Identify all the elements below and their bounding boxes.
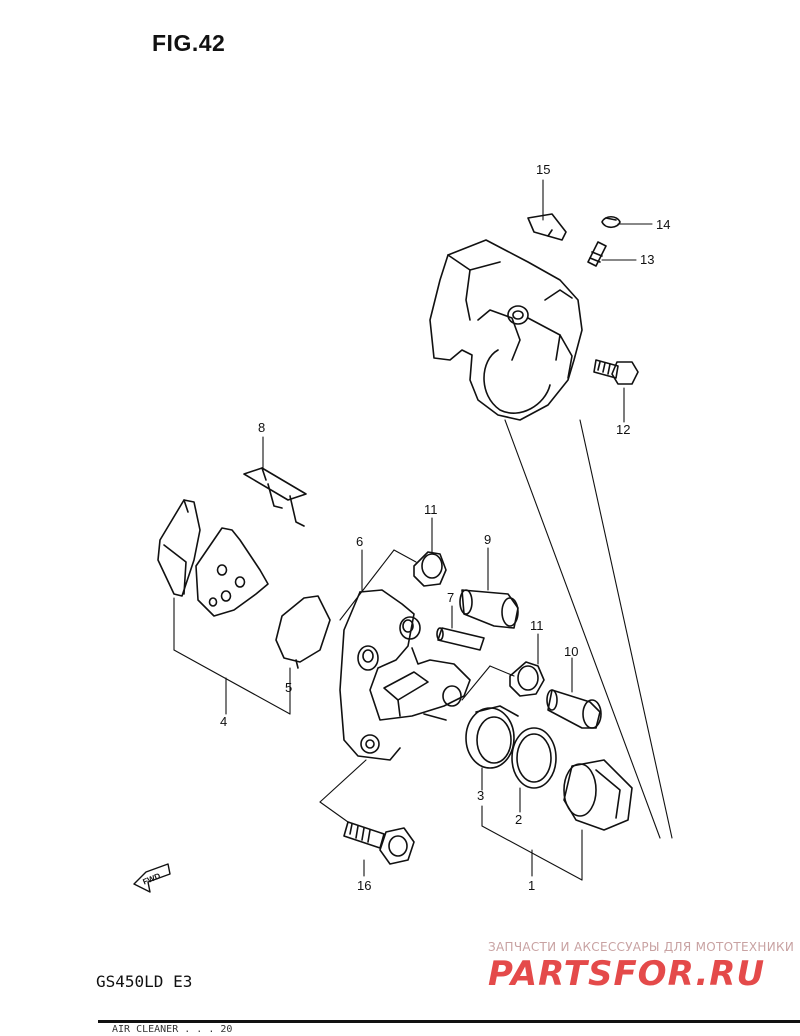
boot-11-lower xyxy=(509,661,545,697)
callout-11-upper: 11 xyxy=(424,502,438,517)
callout-1: 1 xyxy=(528,878,535,893)
callout-5: 5 xyxy=(285,680,292,695)
watermark-tagline: ЗАПЧАСТИ И АКСЕССУАРЫ ДЛЯ МОТОТЕХНИКИ xyxy=(488,940,795,954)
mounting-bolt-12 xyxy=(593,359,639,385)
callout-14: 14 xyxy=(656,217,670,232)
caliper-bracket-6 xyxy=(339,589,471,761)
slide-pin-9 xyxy=(459,589,519,629)
callout-11-lower: 11 xyxy=(530,618,544,633)
piston-1 xyxy=(563,759,633,831)
callout-4: 4 xyxy=(220,714,227,729)
caliper-housing xyxy=(429,239,583,421)
slide-pin-10 xyxy=(546,689,602,729)
callout-10: 10 xyxy=(564,644,578,659)
leader-lines xyxy=(173,179,673,881)
bottom-rule xyxy=(98,1020,800,1023)
callout-3: 3 xyxy=(477,788,484,803)
watermark-logo-text: PARTSFOR.RU xyxy=(488,954,765,993)
pad-clip-15 xyxy=(527,213,567,241)
boot-11-upper xyxy=(413,551,447,587)
model-code: GS450LD E3 xyxy=(96,972,193,991)
sleeve-7 xyxy=(436,627,485,651)
callout-15: 15 xyxy=(536,162,550,177)
callout-16: 16 xyxy=(357,878,371,893)
bleeder-cap xyxy=(601,215,621,229)
bracket-bolt-16 xyxy=(343,821,415,865)
watermark-logo: PARTSFOR.RU xyxy=(488,954,765,993)
brake-pad-right xyxy=(195,527,269,617)
figure-title: FIG.42 xyxy=(152,30,226,56)
callout-8: 8 xyxy=(258,420,265,435)
bleeder-valve xyxy=(587,241,607,267)
callout-6: 6 xyxy=(356,534,363,549)
fwd-arrow-icon xyxy=(133,863,171,893)
callout-13: 13 xyxy=(640,252,654,267)
dust-seal-3 xyxy=(465,705,519,769)
brake-pad-left xyxy=(157,499,201,597)
callout-2: 2 xyxy=(515,812,522,827)
pad-spring-8 xyxy=(243,467,307,527)
callout-7: 7 xyxy=(447,590,454,605)
piston-seal-2 xyxy=(511,727,557,789)
callout-9: 9 xyxy=(484,532,491,547)
callout-12: 12 xyxy=(616,422,630,437)
footer-partial-text: AIR CLEANER . . . 20 xyxy=(112,1024,233,1035)
pad-shim-5 xyxy=(275,595,331,669)
